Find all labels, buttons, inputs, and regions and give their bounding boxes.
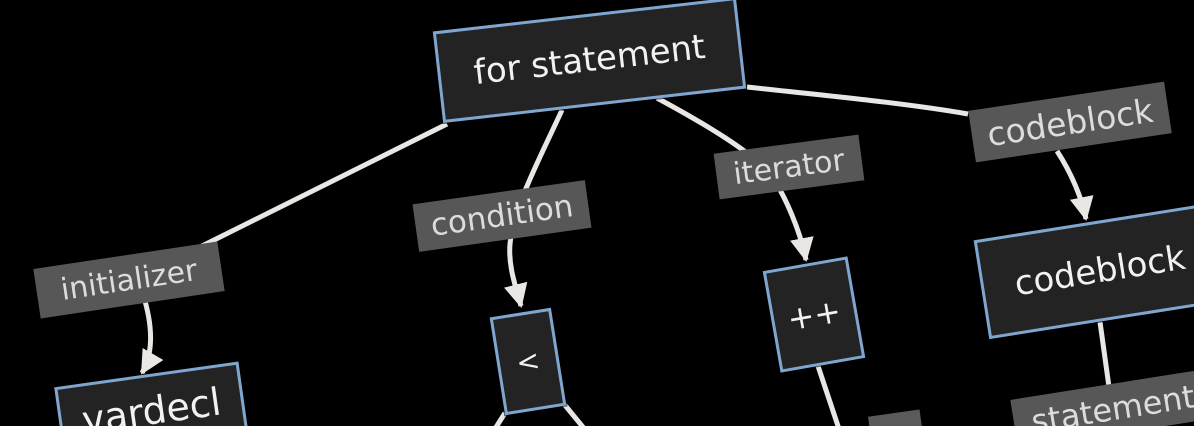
edge-initializer-to-vardecl [139, 300, 164, 375]
edge-for-to-codeblock-label [746, 84, 969, 117]
edge-lt-left-child [493, 411, 508, 426]
edge-codeblock-to-statement [1097, 321, 1113, 395]
edge-codeblock-label-to-node [1054, 149, 1094, 221]
edge-increment-child [815, 365, 841, 426]
node-codeblock-label: codeblock [1011, 237, 1189, 305]
node-increment-label: ++ [784, 291, 844, 338]
node-vardecl-label: vardecl [79, 379, 224, 426]
edge-for-to-initializer [198, 121, 449, 250]
node-less-than-label: < [513, 343, 543, 380]
node-for-statement-label: for statement [471, 26, 708, 94]
node-increment: ++ [762, 256, 866, 373]
edge-label-iterator-text: iterator [731, 142, 847, 192]
edge-lt-right-child [562, 402, 586, 426]
